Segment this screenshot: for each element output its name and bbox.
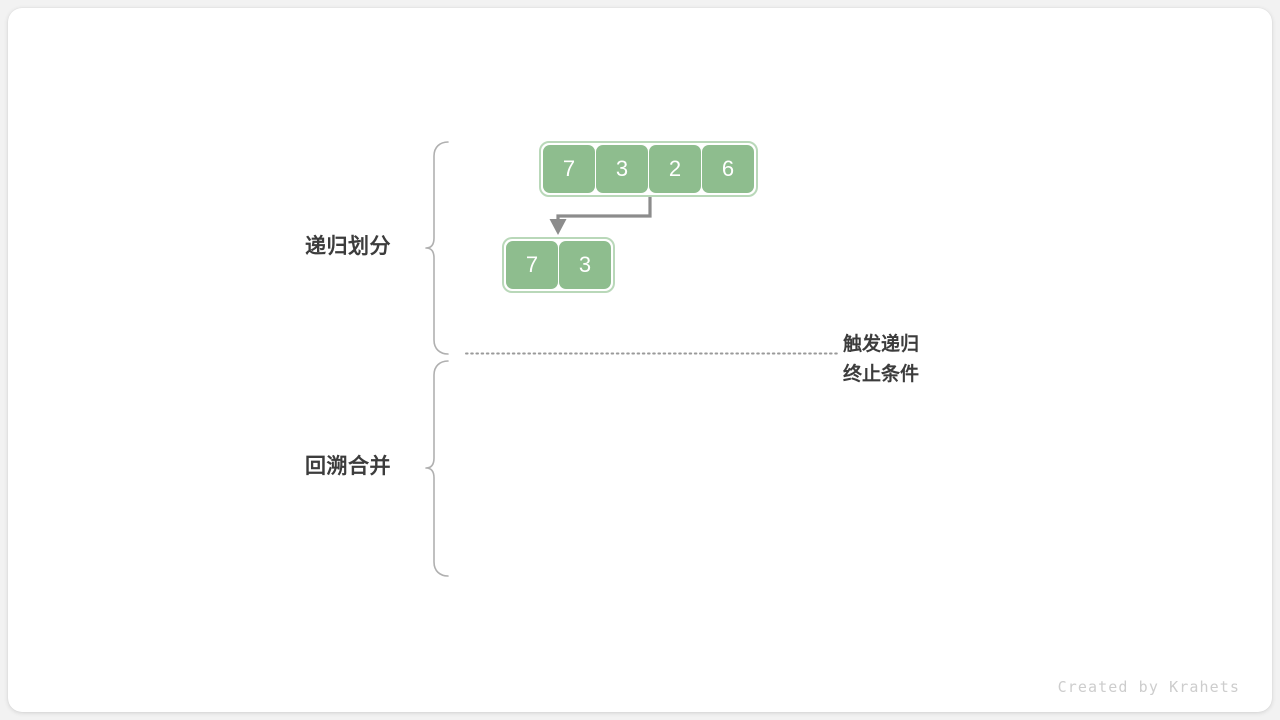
- watermark: Created by Krahets: [1057, 678, 1240, 696]
- annotation-line-1: 触发递归: [843, 334, 920, 355]
- section-label-merge: 回溯合并: [305, 455, 391, 478]
- array-cell: 6: [702, 145, 754, 193]
- array-cell: 3: [596, 145, 648, 193]
- split-arrow: [549, 197, 652, 235]
- array-top: 7 3 2 6: [539, 141, 758, 197]
- brace-merge: [425, 360, 449, 577]
- array-cell: 7: [506, 241, 558, 289]
- annotation-line-2: 终止条件: [843, 364, 920, 385]
- diagram-card: [8, 8, 1272, 712]
- array-cell: 7: [543, 145, 595, 193]
- brace-divide: [425, 141, 449, 355]
- section-label-divide: 递归划分: [305, 235, 391, 258]
- array-cell: 2: [649, 145, 701, 193]
- array-cell: 3: [559, 241, 611, 289]
- recursion-base-annotation: 触发递归 终止条件: [843, 330, 919, 390]
- array-left: 7 3: [502, 237, 615, 293]
